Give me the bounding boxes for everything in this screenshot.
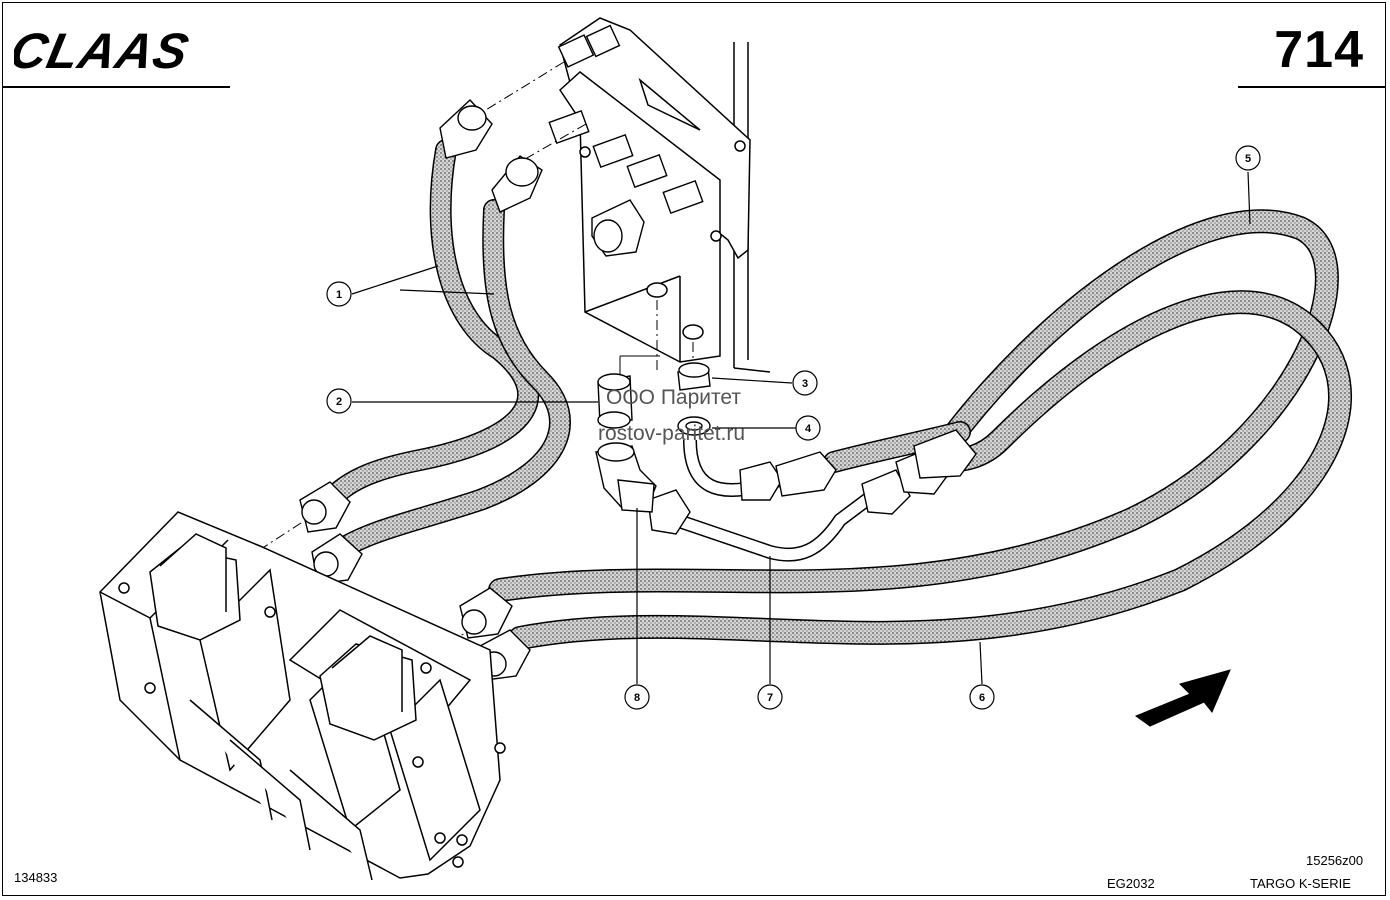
figure-code: EG2032 <box>1107 876 1155 891</box>
claas-logo: CLAAS <box>14 23 194 78</box>
revision-code: 15256z00 <box>1306 853 1364 868</box>
callout-7-label: 7 <box>767 692 773 704</box>
callout-7: 7 <box>757 684 783 710</box>
callout-8: 8 <box>624 684 650 710</box>
callout-6: 6 <box>969 684 995 710</box>
drawing-id: 134833 <box>14 870 58 885</box>
callout-5-label: 5 <box>1245 153 1251 165</box>
callout-6-label: 6 <box>979 692 985 704</box>
header-rule-right <box>1238 86 1386 88</box>
claas-logo-text: CLAAS <box>14 23 194 78</box>
callout-1-label: 1 <box>336 289 342 301</box>
hoses <box>319 139 1352 650</box>
callout-2-label: 2 <box>336 396 342 408</box>
watermark-line1: ООО Паритет <box>606 386 741 409</box>
callout-4: 4 <box>795 415 821 441</box>
callout-1: 1 <box>326 281 352 307</box>
callout-3-label: 3 <box>802 378 808 390</box>
callout-leaders <box>351 171 1251 685</box>
callout-5: 5 <box>1235 145 1261 171</box>
callout-2: 2 <box>326 388 352 414</box>
arrow-icon <box>1134 669 1231 727</box>
control-valve-assembly <box>99 511 506 881</box>
callout-3: 3 <box>792 370 818 396</box>
header-rule-left <box>2 86 230 88</box>
series-name: TARGO K-SERIE <box>1250 876 1351 891</box>
adapter-fittings <box>595 362 711 513</box>
page-number: 714 <box>1274 21 1364 79</box>
valve-block-fittings <box>548 24 704 257</box>
callout-4-label: 4 <box>805 423 812 435</box>
watermark-line2: rostov-paritet.ru <box>598 422 745 445</box>
hose-fittings <box>299 99 977 681</box>
callout-8-label: 8 <box>634 692 640 704</box>
callouts: 1 2 3 4 5 6 7 8 <box>326 145 1261 710</box>
